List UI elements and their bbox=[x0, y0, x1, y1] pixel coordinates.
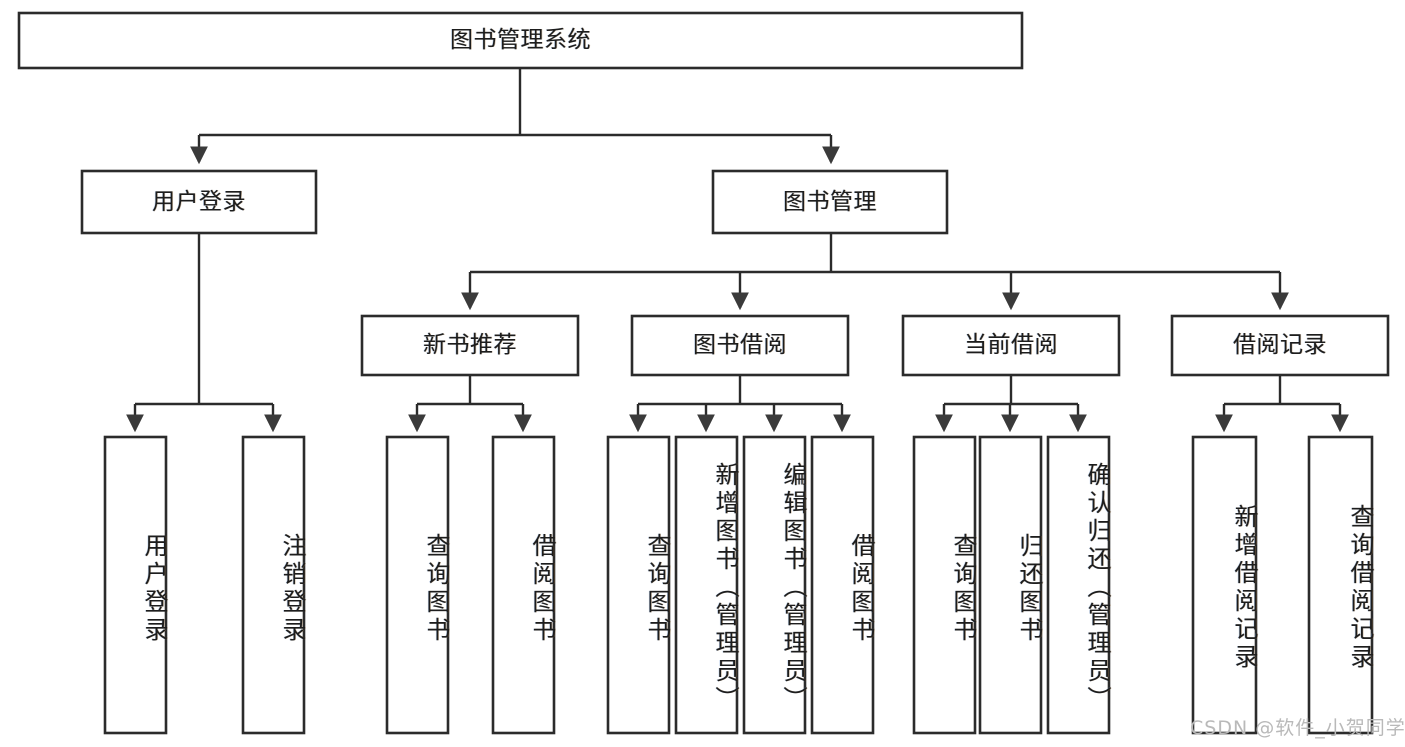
node-leaf-confirm-return-box[interactable] bbox=[1046, 435, 1111, 735]
node-leaf-query-book-1-box[interactable] bbox=[385, 435, 450, 735]
connector-new-book-recommend-to-leaves bbox=[408, 375, 532, 433]
node-leaf-query-book-2-box[interactable] bbox=[606, 435, 671, 735]
node-root-box[interactable] bbox=[17, 11, 1024, 70]
node-leaf-borrow-book-1-box[interactable] bbox=[491, 435, 556, 735]
node-book-borrow-box[interactable] bbox=[630, 314, 850, 377]
node-leaf-user-login-box[interactable] bbox=[103, 435, 168, 735]
node-leaf-logout-login-box[interactable] bbox=[241, 435, 306, 735]
node-leaf-query-book-3-box[interactable] bbox=[912, 435, 977, 735]
node-borrow-record-box[interactable] bbox=[1170, 314, 1390, 377]
connector-current-borrow-to-leaves bbox=[935, 375, 1087, 433]
connector-borrow-record-to-leaves bbox=[1215, 375, 1349, 433]
node-user-login-box[interactable] bbox=[80, 169, 318, 235]
node-leaf-add-record-box[interactable] bbox=[1191, 435, 1258, 735]
node-book-management-box[interactable] bbox=[711, 169, 949, 235]
connector-book-borrow-to-leaves bbox=[629, 375, 851, 433]
node-leaf-query-record-box[interactable] bbox=[1307, 435, 1374, 735]
node-leaf-borrow-book-2-box[interactable] bbox=[810, 435, 875, 735]
connector-user-login-to-leaves bbox=[126, 233, 282, 433]
node-current-borrow-box[interactable] bbox=[901, 314, 1121, 377]
node-new-book-recommend-box[interactable] bbox=[360, 314, 580, 377]
connector-root-to-level2 bbox=[190, 68, 840, 165]
connector-book-management-to-level3 bbox=[461, 233, 1289, 311]
node-leaf-return-book-box[interactable] bbox=[978, 435, 1043, 735]
node-leaf-add-book-box[interactable] bbox=[674, 435, 739, 735]
node-leaf-edit-book-box[interactable] bbox=[742, 435, 807, 735]
